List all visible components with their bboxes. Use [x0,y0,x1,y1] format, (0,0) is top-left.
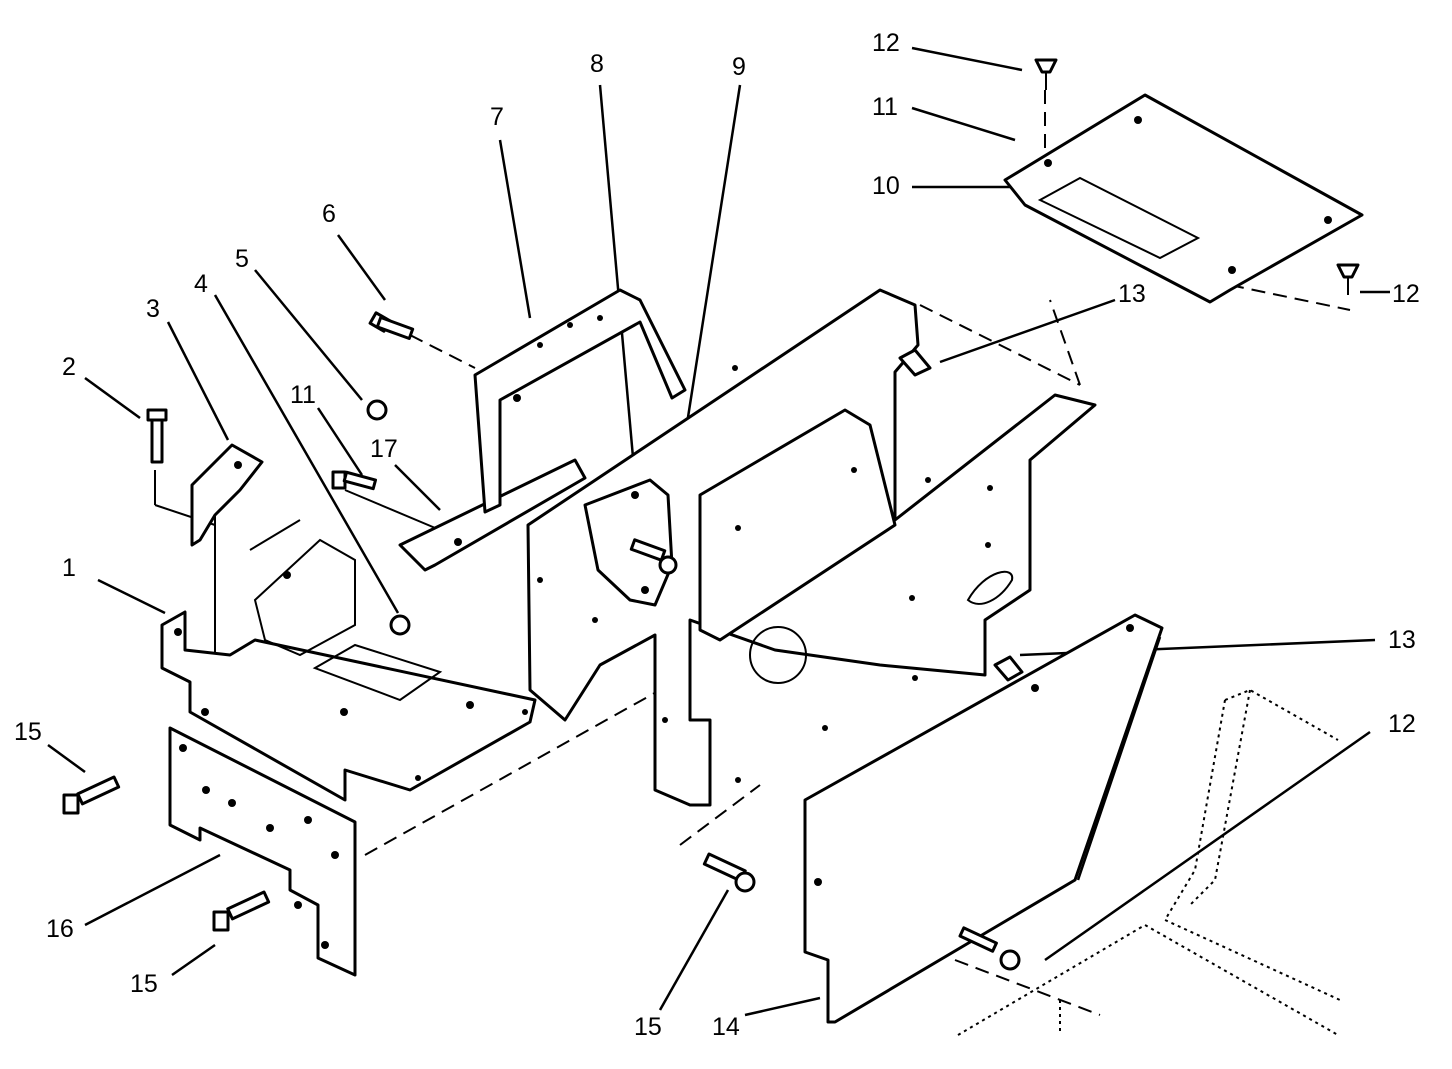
callout-13-right: 13 [1388,626,1416,654]
bolt-6 [368,311,415,341]
callout-8: 8 [590,50,604,78]
bolt-9 [629,538,678,575]
callout-15-bottom-left: 15 [130,970,158,998]
main-frame [526,288,1097,807]
callout-13-top: 13 [1118,280,1146,308]
part-7-upper-bracket [473,288,687,514]
bolt-15a [62,775,121,815]
callout-1: 1 [62,554,76,582]
phantom-bracket [957,688,1341,1036]
callout-12-bottom: 12 [1388,710,1416,738]
callout-3: 3 [146,295,160,323]
callout-6: 6 [322,200,336,228]
nut-4 [389,614,411,636]
callout-16: 16 [46,915,74,943]
callout-15-bottom-center: 15 [634,1013,662,1041]
callout-11-top: 11 [872,93,898,121]
assembly-lines [154,90,1351,1016]
part-3-small-bracket [190,443,264,547]
callout-17: 17 [370,435,398,463]
clip-13 [898,348,1024,682]
fasteners [62,58,1360,971]
part-14-side-panel [803,613,1164,1024]
callout-5: 5 [235,245,249,273]
bolt-15c [702,852,756,893]
bolt-15b [212,890,271,932]
part-1-lower-bracket [160,538,537,802]
callout-2: 2 [62,353,76,381]
callout-7: 7 [490,103,504,131]
part-10-cover-plate [1003,93,1364,304]
callout-9: 9 [732,53,746,81]
bolt-11 [331,470,378,491]
callout-12-top: 12 [872,29,900,57]
callout-4: 4 [194,270,208,298]
callout-12-right: 12 [1392,280,1420,308]
nut-5 [366,399,388,421]
callout-14: 14 [712,1013,740,1041]
bolt-2 [146,408,168,464]
part-16-front-plate [168,726,357,977]
callout-11-left: 11 [290,381,316,409]
screw-12-top [1034,58,1058,90]
screw-12-bottom [958,926,1021,971]
screw-12-right [1336,263,1360,295]
callout-10: 10 [872,172,900,200]
part-17-angle-bracket [398,458,587,572]
callout-15-left: 15 [14,718,42,746]
